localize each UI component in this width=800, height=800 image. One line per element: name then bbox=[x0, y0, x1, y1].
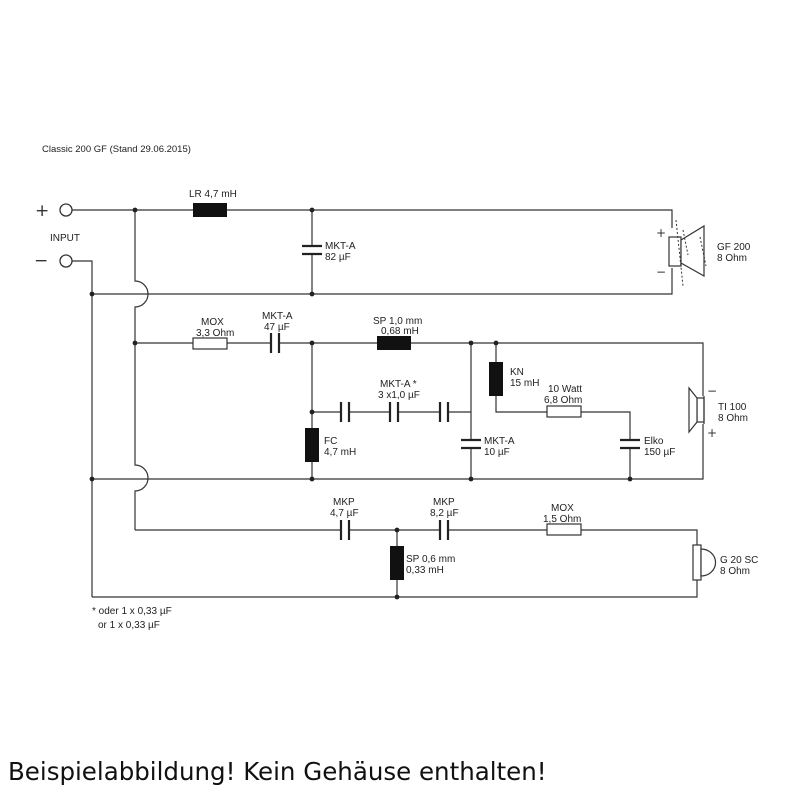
capacitor-mkt3x-name: MKT-A * bbox=[380, 379, 417, 390]
capacitor-mkt47 bbox=[269, 333, 281, 353]
wire-minus-left bbox=[72, 260, 93, 597]
input-minus-terminal bbox=[59, 254, 73, 268]
resistor-mox33 bbox=[192, 337, 228, 350]
junction-dot bbox=[309, 409, 315, 415]
inductor-lr-label: LR 4,7 mH bbox=[189, 189, 237, 200]
wire-ground-tweeter bbox=[92, 424, 704, 480]
capacitor-mkt82 bbox=[302, 244, 322, 256]
inductor-sp10-value: 0,68 mH bbox=[381, 326, 419, 337]
resistor-mox15 bbox=[546, 523, 582, 536]
caption-text: Beispielabbildung! Kein Gehäuse enthalte… bbox=[8, 757, 547, 786]
footnote-line1: * oder 1 x 0,33 µF bbox=[92, 606, 172, 617]
inductor-sp06-value: 0,33 mH bbox=[406, 565, 444, 576]
speaker-gf200-plus: + bbox=[656, 226, 666, 240]
capacitor-mkt47-name: MKT-A bbox=[262, 311, 293, 322]
junction-dot bbox=[309, 207, 315, 213]
capacitor-mkp47-value: 4,7 µF bbox=[330, 508, 359, 519]
speaker-g20sc bbox=[692, 544, 717, 581]
junction-dot bbox=[627, 476, 633, 482]
wiring bbox=[72, 209, 704, 598]
junction-dot bbox=[309, 340, 315, 346]
input-terminals: + − INPUT bbox=[34, 201, 80, 271]
footnote-line2: or 1 x 0,33 µF bbox=[98, 620, 160, 631]
junction-dot bbox=[132, 207, 138, 213]
junction-dot bbox=[394, 527, 400, 533]
speaker-ti100-minus: − bbox=[707, 384, 717, 398]
junction-dot bbox=[309, 476, 315, 482]
capacitor-mkt47-value: 47 µF bbox=[264, 322, 290, 333]
inductor-sp06 bbox=[390, 546, 404, 580]
capacitor-mkp47-name: MKP bbox=[333, 497, 355, 508]
inductor-lr bbox=[193, 203, 227, 217]
resistor-mox15-name: MOX bbox=[551, 503, 574, 514]
junction-dot bbox=[89, 291, 95, 297]
speaker-gf200-name: GF 200 bbox=[717, 242, 751, 253]
speaker-gf200 bbox=[668, 219, 707, 287]
input-plus-terminal bbox=[59, 203, 73, 217]
resistor-10w bbox=[546, 405, 582, 418]
wire-kn bbox=[495, 343, 631, 479]
capacitor-elko-name: Elko bbox=[644, 436, 664, 447]
resistor-mox15-value: 1,5 Ohm bbox=[543, 514, 581, 525]
capacitor-mkp47 bbox=[339, 520, 351, 540]
resistor-mox33-value: 3,3 Ohm bbox=[196, 328, 234, 339]
speaker-ti100-name: TI 100 bbox=[718, 402, 747, 413]
capacitor-mkp82-name: MKP bbox=[433, 497, 455, 508]
junction-dot bbox=[132, 340, 138, 346]
speaker-ti100-impedance: 8 Ohm bbox=[718, 413, 748, 424]
capacitor-mkt82-name: MKT-A bbox=[325, 241, 356, 252]
inductor-kn bbox=[489, 362, 503, 396]
inductor-sp06-name: SP 0,6 mm bbox=[406, 554, 455, 565]
inductor-sp10-name: SP 1,0 mm bbox=[373, 316, 422, 327]
inductor-fc-name: FC bbox=[324, 436, 337, 447]
junction-dot bbox=[394, 594, 400, 600]
wire-mid-top bbox=[135, 342, 704, 396]
junction-dot bbox=[468, 340, 474, 346]
speaker-gf200-impedance: 8 Ohm bbox=[717, 253, 747, 264]
inductor-sp10 bbox=[377, 336, 411, 350]
resistor-mox33-name: MOX bbox=[201, 317, 224, 328]
capacitor-elko bbox=[620, 438, 640, 450]
speaker-g20-name: G 20 SC bbox=[720, 555, 758, 566]
capacitor-mkt10-name: MKT-A bbox=[484, 436, 515, 447]
speaker-g20-impedance: 8 Ohm bbox=[720, 566, 750, 577]
speaker-ti100 bbox=[688, 386, 705, 434]
input-plus-sign: + bbox=[35, 201, 49, 221]
input-label: INPUT bbox=[50, 233, 80, 244]
inductor-fc-value: 4,7 mH bbox=[324, 447, 356, 458]
inductor-kn-name: KN bbox=[510, 367, 524, 378]
capacitor-mkt3x-value: 3 x1,0 µF bbox=[378, 390, 420, 401]
wire-top bbox=[72, 209, 673, 228]
junction-dot bbox=[493, 340, 499, 346]
capacitor-mkt10 bbox=[461, 438, 481, 450]
resistor-10w-name: 10 Watt bbox=[548, 384, 582, 395]
capacitor-mkp82-value: 8,2 µF bbox=[430, 508, 459, 519]
wire-tweeter bbox=[135, 529, 698, 545]
junction-dot bbox=[468, 476, 474, 482]
wire-ground-woofer bbox=[92, 268, 673, 295]
inductor-fc bbox=[305, 428, 319, 462]
junction-dot bbox=[309, 291, 315, 297]
wire-plus-left bbox=[134, 210, 149, 530]
junction-dot bbox=[89, 476, 95, 482]
capacitor-elko-value: 150 µF bbox=[644, 447, 675, 458]
capacitor-mkp82 bbox=[438, 520, 450, 540]
capacitor-mkt10-value: 10 µF bbox=[484, 447, 510, 458]
inductor-kn-value: 15 mH bbox=[510, 378, 539, 389]
capacitor-mkt3x bbox=[339, 402, 450, 422]
resistor-10w-value: 6,8 Ohm bbox=[544, 395, 582, 406]
schematic-title: Classic 200 GF (Stand 29.06.2015) bbox=[42, 144, 191, 155]
capacitor-mkt82-value: 82 µF bbox=[325, 252, 351, 263]
speaker-ti100-plus: + bbox=[707, 426, 717, 440]
junctions bbox=[89, 207, 633, 600]
speaker-gf200-minus: − bbox=[656, 265, 666, 279]
input-minus-sign: − bbox=[34, 251, 48, 271]
wire-ground-g20 bbox=[92, 580, 698, 598]
